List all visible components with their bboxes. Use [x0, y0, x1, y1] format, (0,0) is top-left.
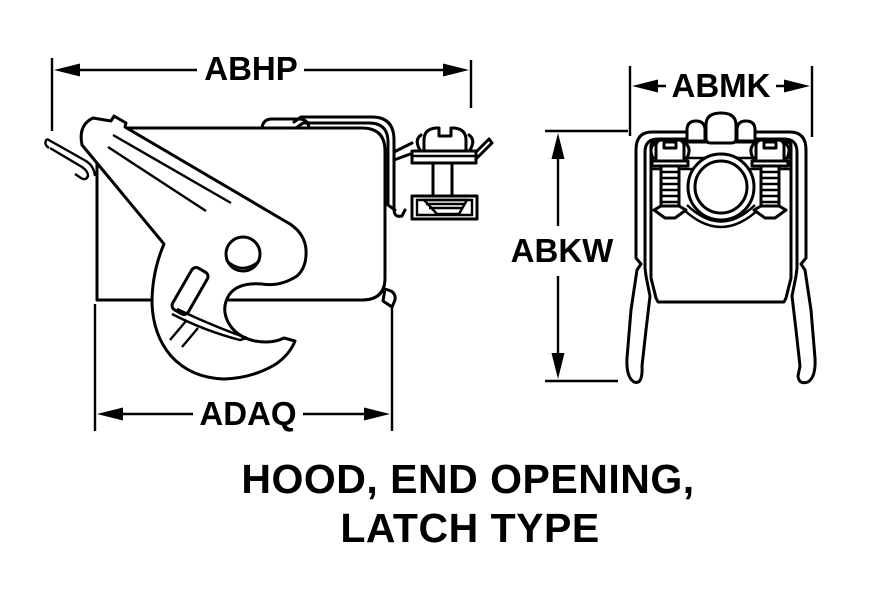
- abkw-label: ABKW: [511, 232, 614, 269]
- top-bump-right: [735, 119, 757, 143]
- right-screw-ears: [749, 141, 791, 160]
- latch-wedge-lines: [171, 307, 248, 342]
- abkw-tick-lines: [545, 129, 628, 383]
- strap-outer-line: [292, 115, 407, 218]
- right-screw-head: [754, 138, 786, 163]
- left-screw-ears: [649, 141, 691, 160]
- adaq-arrow-left: [97, 407, 123, 421]
- left-screw-tip: [652, 204, 688, 220]
- hood-corner-tab: [381, 287, 397, 309]
- latch-pivot-hole-edge: [225, 259, 261, 270]
- adaq-arrow-right: [364, 407, 390, 421]
- title-line-1: HOOD, END OPENING,: [241, 456, 694, 502]
- top-bump-left: [685, 119, 707, 143]
- top-bump-center: [704, 111, 738, 145]
- clamp-washer-ears: [415, 133, 475, 152]
- clamp-cone: [421, 198, 470, 216]
- abmk-arrow-right: [784, 79, 810, 93]
- side-view-drawing: [44, 114, 494, 381]
- shell-and-legs-outline: [625, 130, 817, 385]
- left-screw-threads: [661, 170, 679, 204]
- clamp-right-flag: [474, 137, 494, 161]
- clamp-arm-line: [392, 141, 415, 162]
- strap-inner-line: [294, 121, 397, 212]
- abhp-extension-lines: [50, 58, 473, 131]
- latch-lever: [79, 114, 308, 381]
- right-screw-tip: [752, 204, 788, 220]
- end-view-drawing: [625, 111, 817, 385]
- adaq-label: ADAQ: [199, 395, 296, 432]
- abmk-extension-lines: [628, 66, 814, 137]
- right-screw-threads: [761, 170, 779, 204]
- lever-tip-clip: [44, 137, 97, 181]
- clamp-shank: [431, 161, 454, 198]
- left-screw: [649, 138, 691, 220]
- latch-hatch-ticks: [169, 320, 199, 348]
- dimension-abmk: ABMK: [628, 66, 814, 137]
- lever-detail-lines: [107, 133, 232, 213]
- abhp-label: ABHP: [204, 50, 298, 87]
- latch-catch-tab: [170, 266, 210, 316]
- abmk-arrow-left: [632, 79, 658, 93]
- clamp-screw-head: [422, 126, 468, 153]
- title-line-2: LATCH TYPE: [340, 505, 599, 551]
- drawing-title: HOOD, END OPENING, LATCH TYPE: [241, 456, 694, 551]
- dimension-abhp: ABHP: [50, 50, 473, 131]
- cable-opening-inner: [693, 159, 749, 215]
- abhp-arrow-left: [54, 63, 80, 77]
- saddle-arc-outer: [681, 207, 761, 229]
- adaq-extension-lines: [93, 304, 394, 431]
- left-screw-head: [654, 138, 686, 163]
- latch-pivot-hole: [224, 235, 262, 273]
- abmk-label: ABMK: [672, 67, 771, 104]
- abhp-arrow-right: [443, 63, 469, 77]
- inner-cavity-outline: [649, 140, 793, 304]
- right-screw: [749, 138, 791, 220]
- dimension-adaq: ADAQ: [93, 304, 394, 432]
- dimension-abkw: ABKW: [511, 129, 628, 383]
- cable-clamp: [392, 126, 494, 221]
